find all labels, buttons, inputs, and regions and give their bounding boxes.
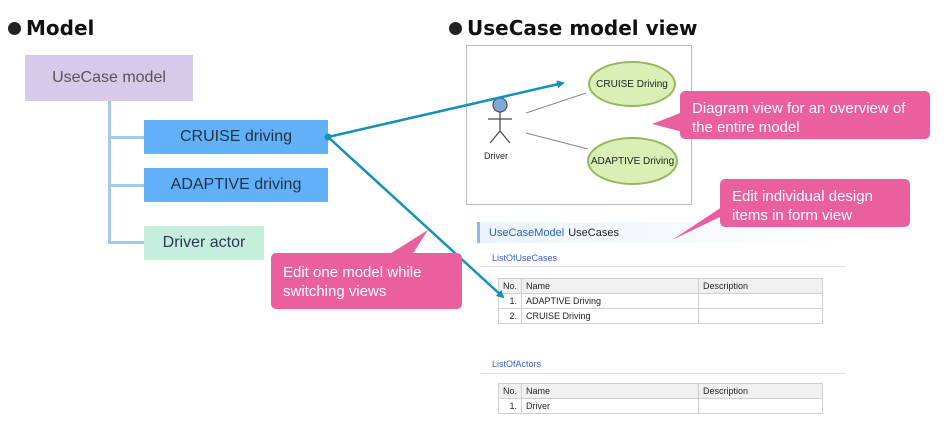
- usecase-ellipse-adaptive[interactable]: ADAPTIVE Driving: [587, 137, 678, 185]
- cruise-driving-label: CRUISE driving: [179, 128, 293, 145]
- table-row[interactable]: 1. Driver: [497, 398, 823, 414]
- table-row[interactable]: 2. CRUISE Driving: [497, 308, 823, 324]
- bullet-icon: [449, 21, 462, 35]
- model-heading-text: Model: [26, 16, 95, 40]
- col-name-header: Name: [521, 278, 700, 294]
- callout-switch-views-text: Edit one model while switching views: [283, 264, 422, 300]
- col-no-header: No.: [497, 278, 523, 294]
- association-line-cruise: [525, 92, 587, 114]
- usecase-model-node[interactable]: UseCase model: [25, 55, 193, 101]
- row-no: 1.: [497, 398, 523, 414]
- section-divider: [481, 266, 845, 267]
- callout-switch-views: Edit one model while switching views: [271, 253, 462, 309]
- row-name[interactable]: Driver: [521, 398, 700, 414]
- actor-right-leg: [499, 130, 511, 144]
- callout-form-view: Edit individual design items in form vie…: [720, 179, 910, 227]
- usecase-view-heading: UseCase model view: [449, 16, 698, 40]
- col-description-header: Description: [698, 383, 823, 399]
- list-of-actors-link[interactable]: ListOfActors: [492, 359, 542, 369]
- association-line-adaptive: [525, 132, 589, 150]
- row-description[interactable]: [698, 398, 823, 414]
- tree-branch-line: [108, 136, 144, 139]
- col-description-header: Description: [698, 278, 823, 294]
- arrow-to-form-view: [327, 136, 505, 299]
- cruise-driving-node[interactable]: CRUISE driving: [144, 120, 328, 154]
- model-name: UseCases: [568, 226, 619, 239]
- callout-diagram-view: Diagram view for an overview of the enti…: [680, 91, 930, 139]
- usecase-model-label: UseCase model: [52, 69, 166, 86]
- usecase-ellipse-adaptive-label: ADAPTIVE Driving: [590, 155, 675, 167]
- tree-branch-line: [108, 184, 144, 187]
- callout-form-view-text: Edit individual design items in form vie…: [732, 188, 873, 224]
- table-header-row: No. Name Description: [497, 278, 823, 294]
- driver-actor-label: Driver actor: [162, 234, 246, 251]
- bullet-icon: [8, 21, 21, 35]
- row-no: 2.: [497, 308, 523, 324]
- tree-trunk-line: [108, 101, 111, 243]
- tree-branch-line: [108, 241, 144, 244]
- section-divider: [481, 373, 845, 374]
- table-header-row: No. Name Description: [497, 383, 823, 399]
- list-of-usecases-link[interactable]: ListOfUseCases: [492, 253, 558, 263]
- arrow-to-diagram-view: [327, 80, 565, 139]
- form-header: UseCaseModel UseCases: [477, 222, 845, 243]
- usecases-table: No. Name Description 1. ADAPTIVE Driving…: [497, 278, 823, 324]
- table-row[interactable]: 1. ADAPTIVE Driving: [497, 293, 823, 309]
- col-no-header: No.: [497, 383, 523, 399]
- callout-tail-diagram: [652, 112, 683, 132]
- adaptive-driving-label: ADAPTIVE driving: [170, 176, 302, 193]
- adaptive-driving-node[interactable]: ADAPTIVE driving: [144, 168, 328, 202]
- usecase-ellipse-cruise[interactable]: CRUISE Driving: [588, 61, 676, 107]
- usecase-model-link[interactable]: UseCaseModel: [489, 226, 565, 239]
- usecase-ellipse-cruise-label: CRUISE Driving: [596, 78, 668, 90]
- actor-label: Driver: [484, 151, 508, 161]
- col-name-header: Name: [521, 383, 700, 399]
- callout-diagram-view-text: Diagram view for an overview of the enti…: [692, 100, 906, 136]
- usecase-view-heading-text: UseCase model view: [467, 16, 698, 40]
- diagram-canvas: [488, 92, 589, 150]
- actor-figure: [488, 97, 512, 144]
- actor-left-leg: [489, 130, 501, 144]
- row-name[interactable]: CRUISE Driving: [521, 308, 700, 324]
- model-heading: Model: [8, 16, 94, 40]
- driver-actor-node[interactable]: Driver actor: [144, 226, 264, 260]
- actors-table: No. Name Description 1. Driver: [497, 383, 823, 414]
- callout-tail-switch: [388, 230, 428, 255]
- row-description[interactable]: [698, 308, 823, 324]
